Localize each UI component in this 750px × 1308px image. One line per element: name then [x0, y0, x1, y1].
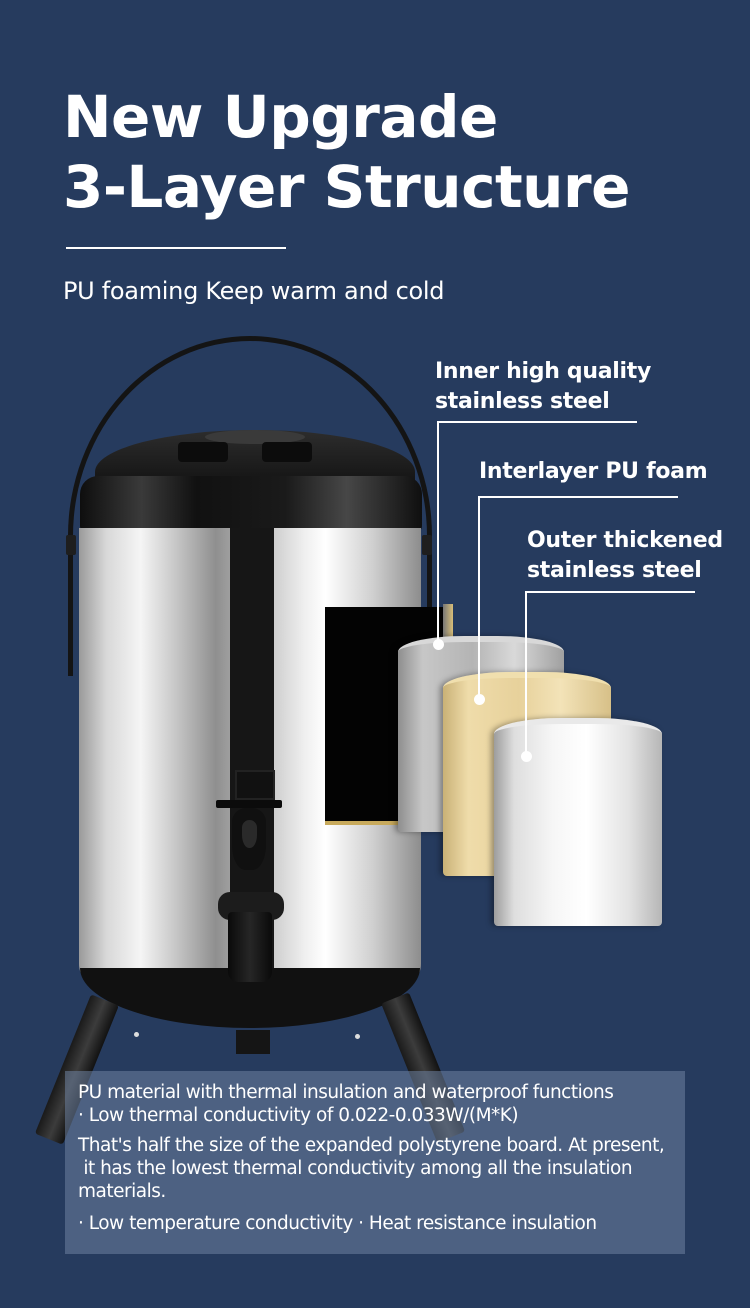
lid-top: [95, 430, 415, 490]
callout-inner-leader: [437, 421, 439, 643]
page-title: New Upgrade 3-Layer Structure: [63, 82, 630, 222]
title-line-1: New Upgrade: [63, 83, 498, 151]
info-panel: PU material with thermal insulation and …: [65, 1071, 685, 1254]
callout-foam-rule: [478, 496, 678, 498]
handle-hinge-left: [66, 535, 76, 555]
info-line-2: · Low thermal conductivity of 0.022-0.03…: [78, 1105, 519, 1126]
subtitle: PU foaming Keep warm and cold: [63, 277, 445, 305]
base-ring: [80, 968, 420, 1028]
info-line-6: · Low temperature conductivity · Heat re…: [78, 1213, 597, 1234]
inner-steel-layer: [398, 636, 564, 832]
callout-inner-dot: [433, 639, 444, 650]
title-line-2: 3-Layer Structure: [63, 153, 630, 221]
steel-body: [79, 528, 421, 988]
faucet-mount: [235, 770, 275, 800]
callout-outer-leader: [525, 591, 527, 753]
callout-outer-line2: stainless steel: [527, 558, 702, 583]
callout-inner-line1: Inner high quality: [435, 359, 652, 384]
faucet-knob: [218, 892, 284, 920]
lid-slot-right: [262, 442, 312, 462]
info-line-3: That's half the size of the expanded pol…: [78, 1135, 665, 1156]
body-stripe: [230, 528, 274, 1008]
callout-outer-dot: [521, 751, 532, 762]
info-line-1: PU material with thermal insulation and …: [78, 1082, 614, 1103]
info-line-4: it has the lowest thermal conductivity a…: [78, 1158, 633, 1179]
callout-outer-line1: Outer thickened: [527, 528, 723, 553]
callout-inner-steel: Inner high quality stainless steel: [435, 357, 651, 417]
callout-outer-rule: [525, 591, 695, 593]
foot-tab: [236, 1030, 270, 1054]
pu-foam-layer: [443, 672, 611, 876]
callout-inner-line2: stainless steel: [435, 389, 610, 414]
handle-hinge-right: [422, 535, 432, 555]
outer-steel-layer: [494, 718, 662, 926]
leg-bolt-left: [134, 1032, 139, 1037]
leg-bolt-right: [355, 1034, 360, 1039]
info-line-5: materials.: [78, 1181, 166, 1202]
faucet-handle: [232, 808, 266, 870]
title-divider: [66, 247, 286, 249]
faucet-nozzle: [228, 912, 272, 982]
callout-foam-line1: Interlayer PU foam: [479, 459, 708, 484]
faucet-arm: [216, 800, 282, 808]
carry-handle: [68, 336, 432, 676]
callout-foam-leader: [478, 496, 480, 698]
callout-inner-rule: [437, 421, 637, 423]
cutaway-edge: [443, 604, 453, 644]
lid-knob: [205, 430, 305, 444]
callout-outer-steel: Outer thickened stainless steel: [527, 526, 723, 586]
lid-band: [80, 476, 422, 532]
callout-foam-dot: [474, 694, 485, 705]
callout-pu-foam: Interlayer PU foam: [479, 457, 708, 487]
lid-slot-left: [178, 442, 228, 462]
faucet-heart-icon: [242, 820, 257, 848]
